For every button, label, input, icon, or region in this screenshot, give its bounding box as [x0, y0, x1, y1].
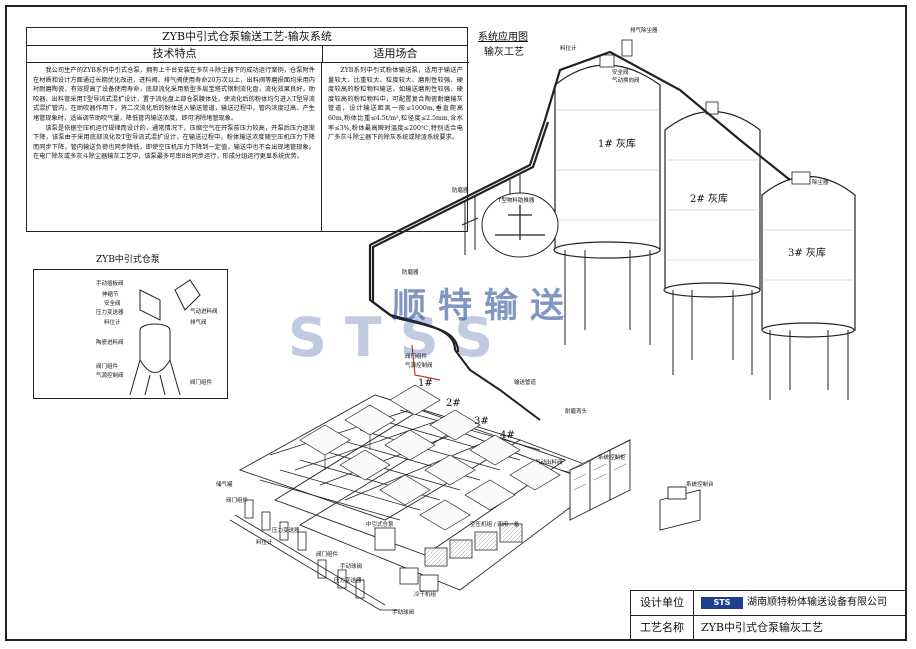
callout-control-cabinet: 系统控制柜 [598, 455, 626, 461]
design-unit-key: 设计单位 [631, 591, 694, 615]
system-diagram-title: 系统应用图 [478, 32, 528, 43]
callout-manual-valve: 手动球阀 [340, 564, 363, 570]
callout-pneumatic-outlet: 气动出料阀 [535, 460, 563, 466]
drawing-sheet [5, 5, 907, 641]
callout-pressure-tx: 压力变送器 [272, 528, 300, 534]
callout-t-pipe: T型物料助推器 [498, 198, 535, 204]
conveying-pipeline [368, 50, 791, 353]
callout-control-station: 系统控制台 [686, 482, 714, 488]
label-valve-group2: 阀门组件 [190, 380, 213, 386]
silo-1 [553, 64, 661, 345]
design-unit-value: STS 湖南顺特粉体输送设备有限公司 [693, 591, 907, 615]
label-exhaust: 排气阀 [190, 320, 207, 326]
silo-3-label: 3# 灰库 [788, 248, 826, 259]
callout-air-ctrl-valve: 气源控制阀 [405, 363, 433, 369]
design-unit-row: 设计单位 STS 湖南顺特粉体输送设备有限公司 [631, 591, 907, 616]
label-safety-valve: 安全阀 [104, 301, 121, 307]
label-manual-valve: 手动插板阀 [96, 281, 124, 287]
callout-wear-elbow: 耐磨弯头 [565, 409, 588, 415]
applications-paragraph: ZYB系列中引式粉体输送泵，适用于输送产量较大、比重较大、粒度较大、磨削性较强、… [328, 67, 463, 142]
callout-valve-group-a: 阀门组件 [226, 498, 249, 504]
label-pneumatic-inlet: 气动进料阀 [190, 309, 218, 315]
pump-number: 3# [474, 416, 489, 427]
pump-number: 4# [500, 430, 515, 441]
applications-text: ZYB系列中引式粉体输送泵，适用于输送产量较大、比重较大、粒度较大、磨削性较强、… [322, 62, 469, 231]
pump-number: 2# [446, 398, 461, 409]
label-level-meter: 料位计 [104, 320, 121, 326]
callout-level-meter: 料位计 [560, 46, 577, 52]
callout-dust-collector: 除尘器 [812, 180, 829, 186]
company-name: 湖南顺特粉体输送设备有限公司 [747, 597, 887, 608]
system-diagram-subtitle: 输灰工艺 [484, 47, 524, 58]
silo-1-label: 1# 灰库 [598, 139, 636, 150]
process-value: ZYB中引式仓泵输灰工艺 [701, 621, 823, 634]
callout-vent-filter: 排气除尘器 [630, 28, 658, 34]
tech-features-text: 我公司生产的ZYB系列中引式仓泵，拥有上千台安装在多灰斗除尘器下的成功运行案例，… [27, 62, 322, 231]
silo-2 [663, 111, 761, 375]
label-pressure-gauge: 压力变送器 [96, 310, 124, 316]
callout-pipe-support: 防磨器 [452, 188, 469, 194]
spec-table-title: ZYB中引式仓泵输送工艺-输灰系统 [27, 28, 467, 46]
callout-pneumatic-valve: 气动换向阀 [612, 78, 640, 84]
callout-dryer: 冷干机组 [414, 592, 437, 598]
label-bellows: 伸缩节 [102, 292, 119, 298]
callout-safety-valve: 安全阀 [612, 70, 629, 76]
callout-pressure-tx2: 压力变送器 [334, 578, 362, 584]
label-valve-group: 阀门组件 [96, 364, 119, 370]
watermark-cn: 顺特输送 [392, 286, 576, 326]
callout-convey-pipe: 输送管道 [514, 380, 537, 386]
callout-valve-group-b: 阀门组件 [316, 552, 339, 558]
silo-3 [761, 176, 856, 400]
callout-gas-tank: 储气罐 [216, 482, 233, 488]
pump-number: 1# [418, 378, 433, 389]
control-cabinets [569, 439, 631, 521]
pump-inset [33, 269, 228, 399]
callout-support-2: 防磨器 [402, 270, 419, 276]
tech-features-paragraph: 我公司生产的ZYB系列中引式仓泵，拥有上千台安装在多灰斗除尘器下的成功运行案例，… [33, 67, 315, 122]
tech-features-header: 技术特点 [27, 45, 323, 63]
callout-level-a: 料位计 [256, 540, 273, 546]
control-console [659, 486, 701, 531]
label-ceramic-valve: 陶瓷进料阀 [96, 340, 124, 346]
callout-valve-assembly: 阀门组件 [405, 354, 428, 360]
callout-mid-pump: 中引式仓泵 [366, 522, 394, 528]
applications-header: 适用场合 [322, 45, 469, 63]
silo-2-label: 2# 灰库 [690, 194, 728, 205]
inset-pump-drawing [129, 279, 201, 396]
mid-pump-symbol [374, 527, 396, 551]
inset-title: ZYB中引式仓泵 [96, 255, 160, 265]
tech-features-paragraph: 该泵是依据空压机运行规律而设计的，通常情况下，压缩空气在开泵前压力较高，开泵后压… [33, 124, 315, 161]
company-logo: STS [701, 596, 743, 609]
watermark-en: STSS [288, 306, 512, 369]
callout-compressor: 空压机组 / 四用一备 [470, 522, 520, 528]
process-key: 工艺名称 [631, 616, 694, 640]
callout-manual-ball: 手动球阀 [392, 610, 415, 616]
process-row: 工艺名称 ZYB中引式仓泵输灰工艺 [631, 616, 907, 640]
label-pneumatic-ctrl: 气源控制阀 [96, 373, 124, 379]
spec-table: ZYB中引式仓泵输送工艺-输灰系统 技术特点 适用场合 我公司生产的ZYB系列中… [26, 27, 469, 232]
title-block: 设计单位 STS 湖南顺特粉体输送设备有限公司 工艺名称 ZYB中引式仓泵输灰工艺 [630, 590, 907, 641]
